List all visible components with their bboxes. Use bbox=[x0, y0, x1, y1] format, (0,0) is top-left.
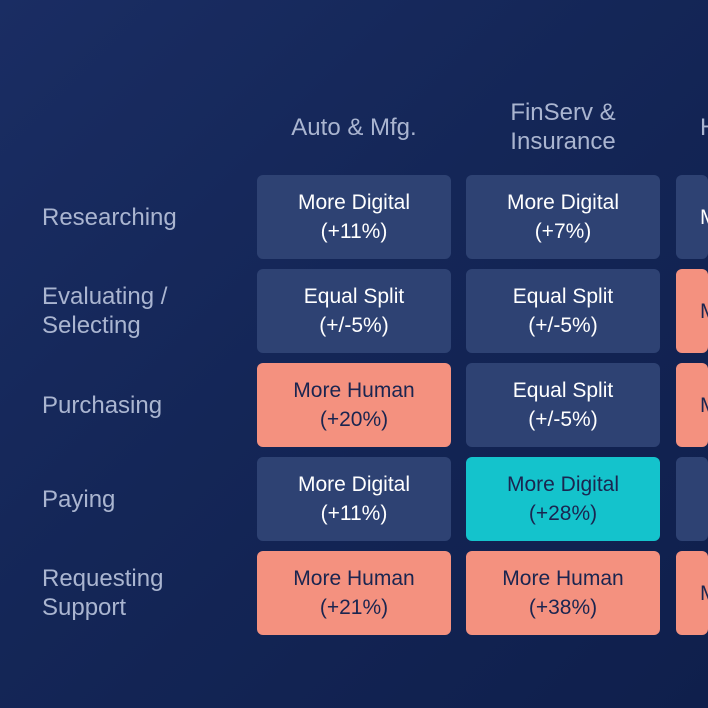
matrix-cell-partial: M bbox=[676, 551, 708, 635]
matrix-cell: More Digital (+11%) bbox=[257, 175, 451, 259]
cell-value: (+28%) bbox=[528, 502, 598, 525]
cell-label: M bbox=[700, 391, 708, 420]
cell-label: More Digital bbox=[297, 473, 411, 496]
cell-label: M bbox=[700, 579, 708, 608]
cell-label: M bbox=[700, 297, 708, 326]
matrix-cell: More Human (+38%) bbox=[466, 551, 660, 635]
cell-label: More Human bbox=[293, 379, 415, 402]
column-header-partial: H bbox=[676, 92, 708, 162]
matrix-cell: More Human (+20%) bbox=[257, 363, 451, 447]
matrix-cell: Equal Split (+/-5%) bbox=[466, 269, 660, 353]
cell-label: More Digital bbox=[506, 191, 620, 214]
matrix-cell: More Digital (+7%) bbox=[466, 175, 660, 259]
cell-label: Equal Split bbox=[512, 285, 614, 308]
cell-value: (+7%) bbox=[534, 220, 592, 243]
matrix-cell: Equal Split (+/-5%) bbox=[466, 363, 660, 447]
cell-label: More Digital bbox=[506, 473, 620, 496]
column-header-auto-mfg: Auto & Mfg. bbox=[291, 113, 417, 141]
cell-value: (+20%) bbox=[319, 408, 389, 431]
cell-value: (+11%) bbox=[320, 502, 388, 525]
matrix-cell-partial: M bbox=[676, 269, 708, 353]
row-label-paying: Paying bbox=[42, 485, 116, 513]
row-label-requesting-support: Requesting Support bbox=[42, 565, 164, 621]
cell-value: (+11%) bbox=[320, 220, 388, 243]
cell-value: (+21%) bbox=[319, 596, 389, 619]
cell-label: Equal Split bbox=[512, 379, 614, 402]
matrix-cell-partial: M bbox=[676, 363, 708, 447]
matrix-cell-partial: M bbox=[676, 175, 708, 259]
matrix-cell: More Human (+21%) bbox=[257, 551, 451, 635]
matrix-cell-partial bbox=[676, 457, 708, 541]
cell-label: Equal Split bbox=[303, 285, 405, 308]
cell-value: (+/-5%) bbox=[319, 314, 389, 337]
row-label-purchasing: Purchasing bbox=[42, 391, 163, 419]
cell-value: (+/-5%) bbox=[528, 314, 598, 337]
cell-value: (+38%) bbox=[528, 596, 598, 619]
matrix-cell: More Digital (+11%) bbox=[257, 457, 451, 541]
row-label-researching: Researching bbox=[42, 203, 177, 231]
cell-label: More Digital bbox=[297, 191, 411, 214]
matrix-cell-highlighted: More Digital (+28%) bbox=[466, 457, 660, 541]
cell-label: M bbox=[700, 203, 708, 232]
row-label-evaluating-selecting: Evaluating / Selecting bbox=[42, 283, 168, 339]
column-header-finserv-insurance: FinServ & Insurance bbox=[510, 99, 616, 155]
cell-label: More Human bbox=[293, 567, 415, 590]
matrix-cell: Equal Split (+/-5%) bbox=[257, 269, 451, 353]
cell-label: More Human bbox=[502, 567, 624, 590]
cell-value: (+/-5%) bbox=[528, 408, 598, 431]
